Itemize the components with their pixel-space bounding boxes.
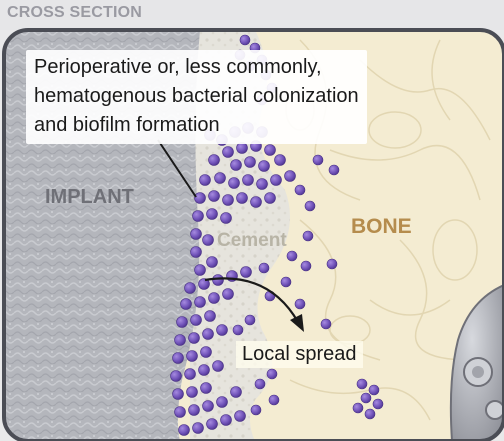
caption-line-3: and biofilm formation <box>34 111 359 140</box>
bone-label: BONE <box>351 215 412 239</box>
caption-line-2: hematogenous bacterial colonization <box>34 82 359 111</box>
implant-label: IMPLANT <box>45 186 134 209</box>
local-spread-label: Local spread <box>236 341 363 368</box>
cement-label: Cement <box>217 230 287 252</box>
caption-line-1: Perioperative or, less commonly, <box>34 53 359 82</box>
biofilm-caption: Perioperative or, less commonly, hematog… <box>26 50 367 144</box>
